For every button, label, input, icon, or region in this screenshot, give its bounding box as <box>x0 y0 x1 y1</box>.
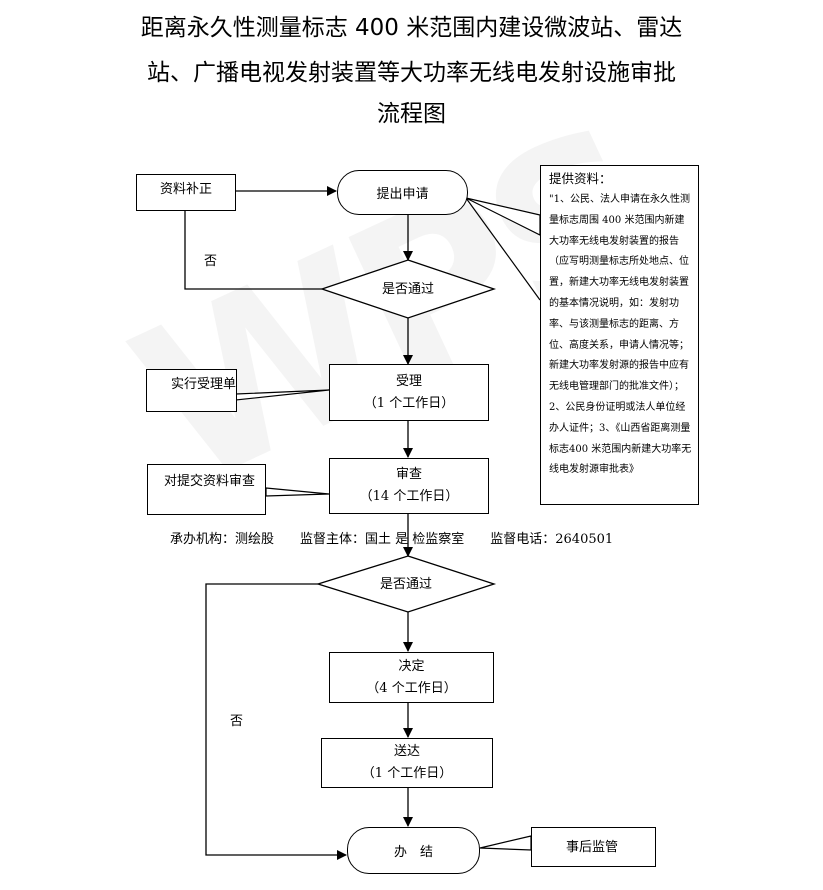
no-label-2: 否 <box>230 714 244 729</box>
post-supervise-label: 事后监管 <box>566 840 619 855</box>
accept-days: （1 个工作日） <box>363 395 455 411</box>
materials-body: "1、公民、法人申请在永久性测量标志周围 400 米范围内新建大功率无线电发射装… <box>549 194 692 476</box>
title-line-2: 站、广播电视发射装置等大功率无线电发射设施审批 <box>147 60 676 86</box>
accept-node: 受理 （1 个工作日） <box>329 364 489 421</box>
decision-diamond-2 <box>315 555 497 613</box>
deliver-label: 送达 <box>393 744 420 759</box>
decide-label: 决定 <box>398 658 425 674</box>
finish-node: 办 结 <box>347 827 480 874</box>
accept-label: 受理 <box>395 373 422 389</box>
info-line: 承办机构：测绘股 监督主体：国土 是 检监察室 监督电话：2640501 <box>170 532 614 547</box>
review-note-label: 对提交资料审查 <box>164 474 256 489</box>
decision-diamond-1 <box>319 259 497 319</box>
decide-node: 决定 （4 个工作日） <box>329 652 494 703</box>
materials-heading: 提供资料： <box>549 171 612 186</box>
review-days: （14 个工作日） <box>359 489 459 504</box>
title-line-3: 流程图 <box>377 101 446 127</box>
edge-check2-no <box>205 583 347 860</box>
accept-note-label: 实行受理单 <box>171 377 237 392</box>
submit-label: 提出申请 <box>376 187 429 202</box>
accept-note-pointer <box>235 389 330 401</box>
no-label-1: 否 <box>204 254 218 269</box>
supplement-box: 资料补正 <box>136 174 236 211</box>
check1-label: 是否通过 <box>381 282 434 297</box>
title-line-1: 距离永久性测量标志 400 米范围内建设微波站、雷达 <box>140 15 683 41</box>
deliver-node: 送达 （1 个工作日） <box>321 738 493 788</box>
review-node: 审查 （14 个工作日） <box>329 458 489 514</box>
edge-check1-no <box>184 210 322 290</box>
accept-note-box: 实行受理单 <box>146 369 237 412</box>
check2-label: 是否通过 <box>379 577 432 592</box>
decide-days: （4 个工作日） <box>366 680 457 696</box>
materials-callout-pointer <box>465 197 541 236</box>
review-note-pointer <box>265 487 330 497</box>
submit-node: 提出申请 <box>337 170 468 215</box>
deliver-days: （1 个工作日） <box>361 766 453 781</box>
supplement-label: 资料补正 <box>159 182 212 197</box>
review-note-box: 对提交资料审查 <box>147 464 266 515</box>
materials-note: 提供资料： "1、公民、法人申请在永久性测量标志周围 400 米范围内新建大功率… <box>540 165 699 505</box>
post-supervise-box: 事后监管 <box>531 827 656 867</box>
review-label: 审查 <box>395 467 422 482</box>
post-supervise-pointer <box>479 835 532 851</box>
finish-label: 办 结 <box>393 845 433 860</box>
